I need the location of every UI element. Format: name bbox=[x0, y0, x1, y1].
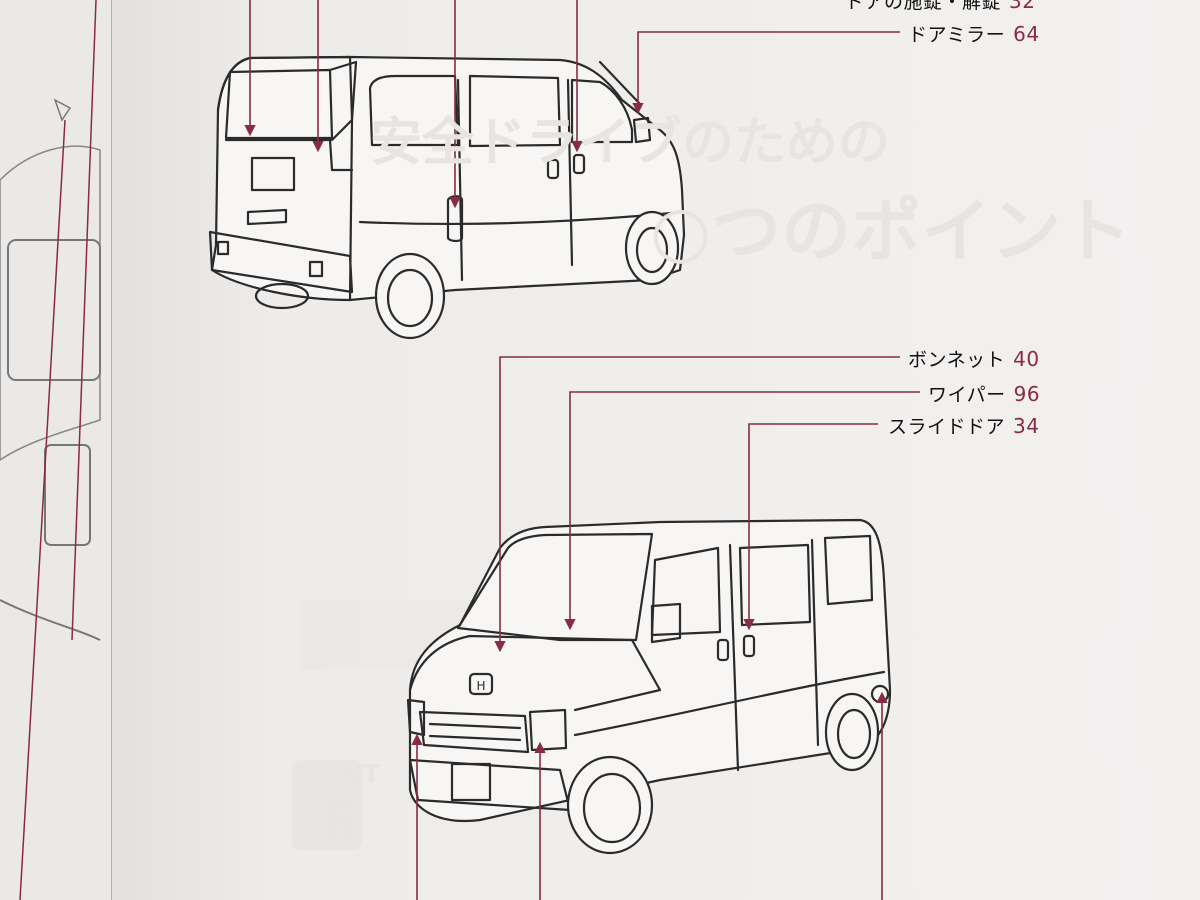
left-page bbox=[0, 0, 113, 900]
van-rear-illustration bbox=[208, 55, 686, 340]
callout-slide-door: スライドドア 34 bbox=[888, 412, 1039, 439]
callout-wiper: ワイパー 96 bbox=[928, 380, 1040, 407]
callout-label: ボンネット bbox=[908, 349, 1006, 371]
callout-page: 96 bbox=[1013, 382, 1041, 406]
callout-page: 34 bbox=[1013, 414, 1040, 438]
watermark-point-number: 6 bbox=[320, 790, 359, 855]
front-emblem: H bbox=[476, 679, 485, 693]
leader-lines-front bbox=[411, 356, 920, 900]
callout-label: ドアミラー bbox=[908, 24, 1006, 46]
callout-label: スライドドア bbox=[888, 416, 1006, 438]
watermark-line2: ○つのポイント bbox=[650, 190, 1132, 272]
callout-bonnet: ボンネット 40 bbox=[908, 345, 1040, 372]
van-front-illustration bbox=[406, 518, 892, 855]
leader-lines-rear bbox=[244, 0, 900, 209]
callout-page: 64 bbox=[1013, 22, 1040, 46]
watermark-point-label: POINT bbox=[290, 760, 381, 790]
callout-page: 40 bbox=[1013, 347, 1040, 371]
callout-door-lock: ドアの施錠・解錠 32 bbox=[845, 0, 1035, 14]
callout-door-mirror: ドアミラー 64 bbox=[908, 20, 1040, 47]
callout-page: 32 bbox=[1009, 0, 1036, 13]
callout-label: ワイパー bbox=[928, 384, 1006, 406]
callout-label: ドアの施錠・解錠 bbox=[845, 0, 1002, 13]
watermark-line1: 安全ドライブのための bbox=[370, 113, 891, 173]
